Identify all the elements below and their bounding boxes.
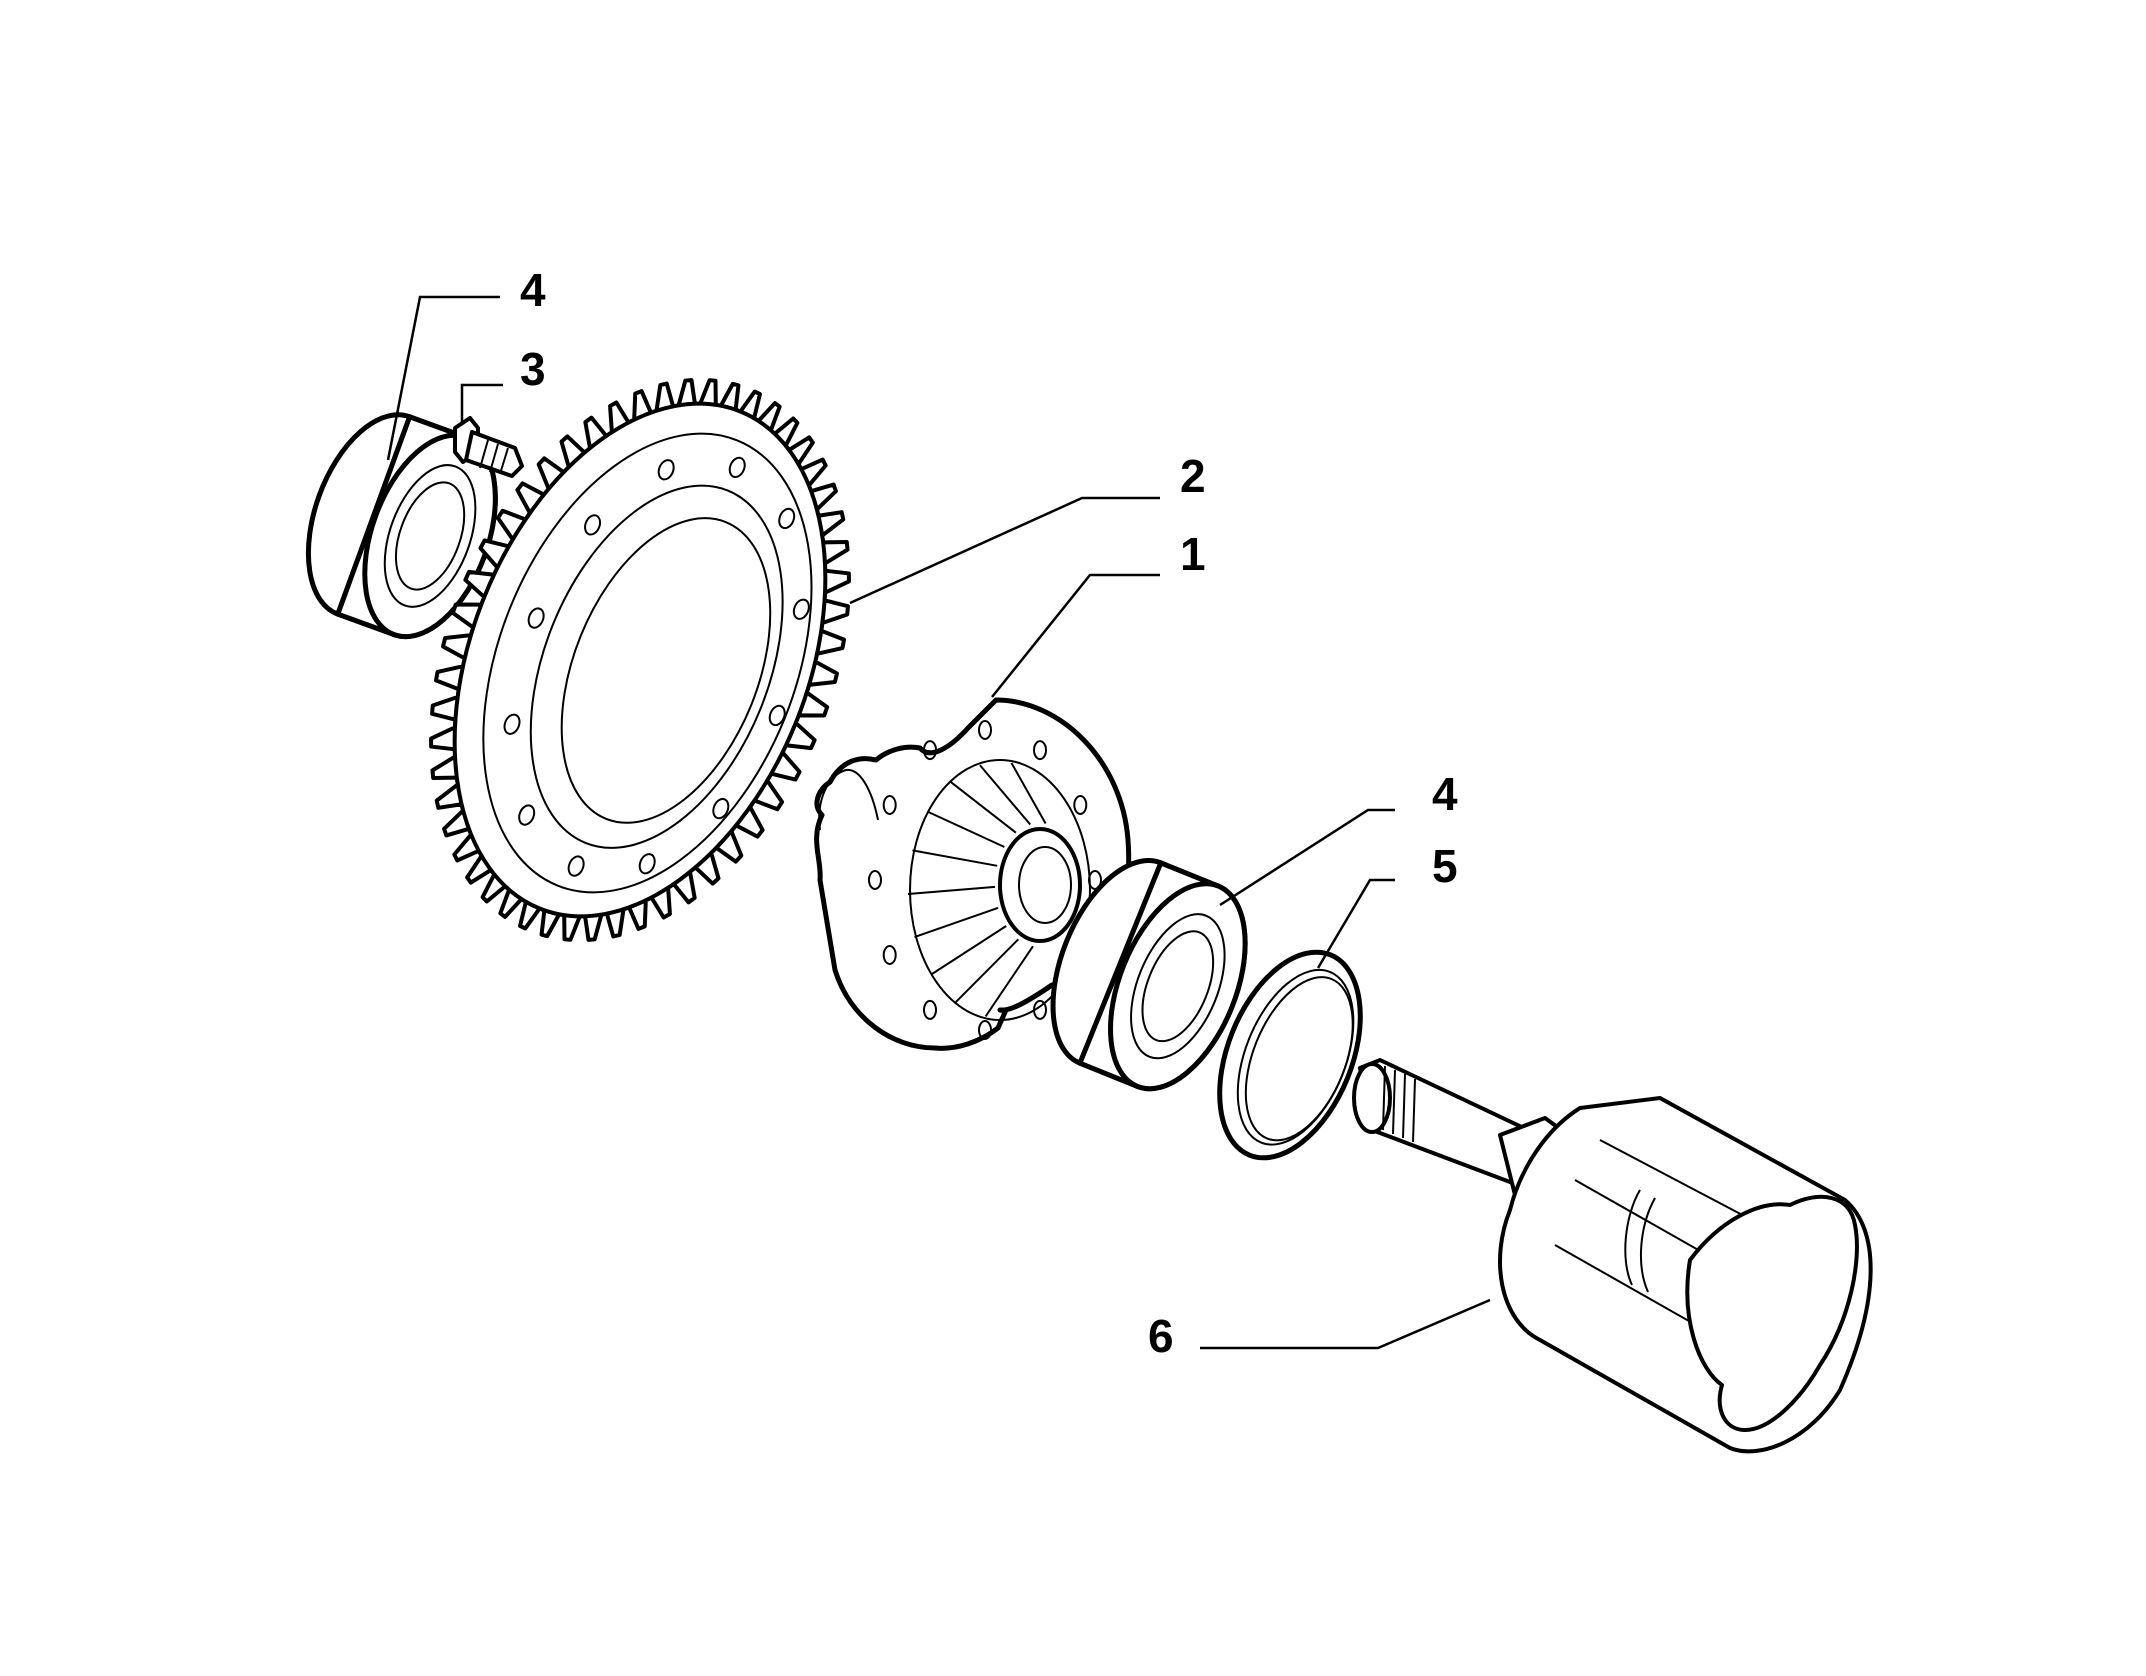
housing-bolt-hole [978, 1020, 992, 1040]
leader-5 [1316, 878, 1395, 969]
gear-bolt-hole [527, 607, 545, 629]
housing-bolt-hole [1033, 740, 1047, 761]
gear-bolt-hole [657, 459, 675, 481]
housing-rib [979, 764, 1031, 826]
part-bolt [453, 416, 524, 478]
housing-rib [930, 925, 1007, 976]
part-bearing-right [1050, 858, 1248, 1092]
housing-rib [912, 849, 998, 867]
callout-1: 1 [1180, 528, 1206, 580]
gear-bolt-hole [567, 855, 585, 877]
housing-rib [914, 906, 999, 939]
leader-1 [991, 573, 1160, 698]
housing-bolt-hole [978, 720, 992, 740]
leader-4-top [386, 295, 500, 461]
gear-bolt-hole [518, 804, 536, 826]
callout-2: 2 [1180, 450, 1206, 502]
callout-4-top: 4 [520, 264, 546, 316]
callout-6: 6 [1148, 1310, 1174, 1362]
part-bearing-left [305, 412, 498, 640]
housing-rib [950, 781, 1017, 834]
gear-bolt-hole [638, 853, 656, 875]
housing-bolt-hole [882, 795, 897, 815]
gear-bolt-hole [768, 704, 786, 727]
gear-bolt-hole [728, 456, 746, 479]
housing-bolt-hole [868, 870, 882, 890]
leader-2 [849, 496, 1160, 605]
housing-bolt-hole [1073, 795, 1088, 815]
part-drive-shaft [1352, 1058, 1873, 1454]
housing-bolt-hole [882, 945, 897, 965]
gear-bolt-hole [584, 514, 602, 536]
housing-rib [926, 810, 1005, 848]
gear-bolt-hole [778, 507, 796, 530]
housing-bolt-hole [923, 999, 937, 1020]
housing-bolt-hole [1033, 999, 1047, 1020]
housing-rib [984, 945, 1034, 1017]
gear-bolt-hole [503, 713, 521, 735]
leader-3 [460, 383, 503, 425]
leader-lines [386, 295, 1491, 1350]
part-seal-ring [1217, 949, 1363, 1161]
housing-rib [907, 885, 996, 895]
leader-6 [1200, 1298, 1491, 1350]
callout-4-right: 4 [1432, 768, 1458, 820]
housing-bolt-hole [923, 740, 937, 761]
leader-4-right [1219, 808, 1395, 907]
part-ring-gear [429, 378, 851, 942]
housing-rib [954, 938, 1020, 1003]
gear-bolt-hole [712, 797, 730, 820]
gear-bolt-hole [792, 598, 810, 620]
callout-3: 3 [520, 343, 546, 395]
part-differential-housing [814, 697, 1132, 1051]
callout-5: 5 [1432, 840, 1458, 892]
housing-rib [1010, 762, 1047, 824]
